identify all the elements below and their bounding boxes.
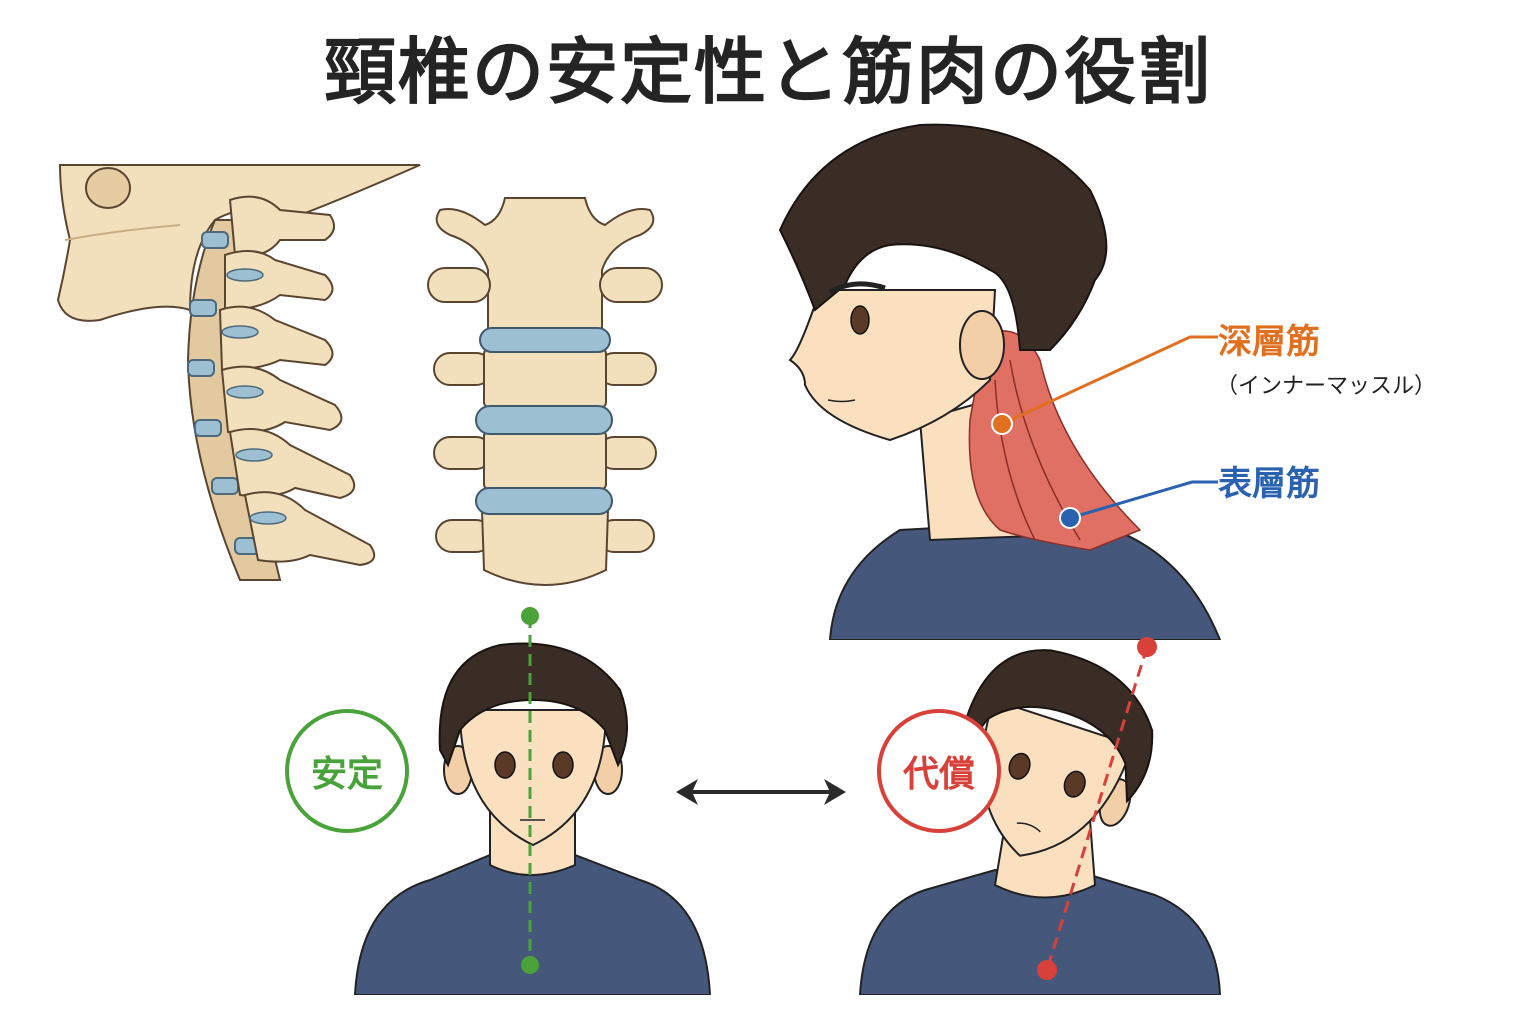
cervical-spine-side-illustration <box>40 160 440 600</box>
deep-muscle-label: 深層筋 <box>1218 322 1320 362</box>
stable-posture-illustration <box>350 600 715 995</box>
comparison-double-arrow-icon <box>676 775 846 809</box>
neck-muscle-profile-illustration <box>760 120 1240 640</box>
page-title: 頸椎の安定性と筋肉の役割 <box>323 30 1212 114</box>
surface-muscle-label: 表層筋 <box>1218 464 1320 504</box>
compensation-badge: 代償 <box>877 709 1001 833</box>
inner-muscle-sublabel: （インナーマッスル） <box>1216 374 1437 399</box>
stable-badge: 安定 <box>285 709 409 833</box>
vertebra-front-illustration <box>420 190 670 610</box>
